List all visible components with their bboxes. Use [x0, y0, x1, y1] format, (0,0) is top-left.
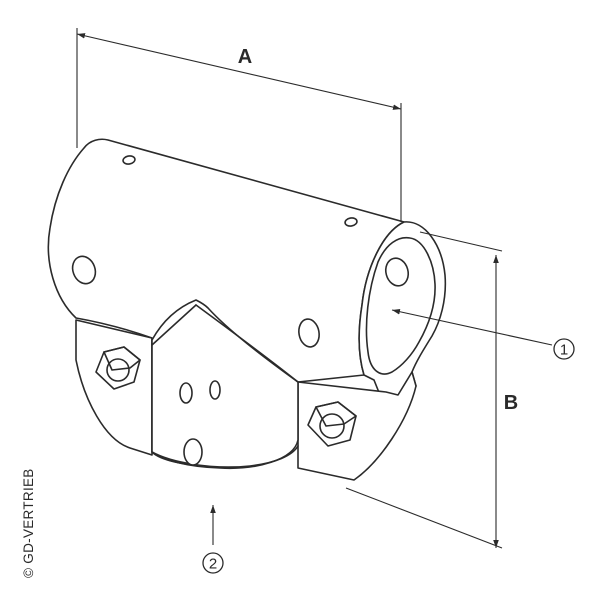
right-bolt	[307, 401, 357, 447]
callout-2: 2	[202, 505, 224, 574]
dimension-b-label: B	[504, 392, 518, 414]
dimension-b	[345, 231, 503, 549]
tube-hole-left	[71, 255, 97, 285]
saddle-hole-2	[183, 438, 203, 466]
clamp-fitting	[47, 138, 447, 481]
center-saddle	[151, 299, 299, 470]
right-flange	[297, 371, 417, 481]
saddle-hole-3	[209, 380, 221, 400]
tube-end-ring-inner	[365, 236, 436, 375]
callout-1: 1	[391, 308, 575, 360]
tube-hole-top-left	[122, 155, 136, 165]
saddle-hole-1	[179, 382, 193, 404]
copyright-text: © GD-VERTRIEB	[21, 468, 36, 578]
callout-1-number: 1	[560, 342, 568, 359]
callout-1-circle	[553, 338, 575, 360]
callout-2-circle	[202, 552, 224, 574]
dimension-a	[76, 28, 402, 222]
dimension-a-label: A	[238, 46, 252, 68]
callout-2-number: 2	[209, 556, 217, 573]
tube-hole-front	[298, 318, 320, 348]
left-bolt	[95, 346, 141, 390]
tube-hole-inner	[384, 257, 410, 287]
tube-hole-top-right	[344, 217, 358, 227]
